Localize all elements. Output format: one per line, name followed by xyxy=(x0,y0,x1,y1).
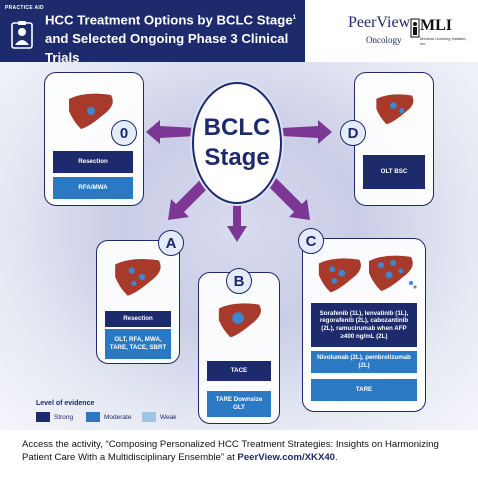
legend-label-strong: Strong xyxy=(54,413,74,421)
stage-a-resection-box: Resection xyxy=(105,311,171,327)
mli-logo-icon xyxy=(410,18,420,38)
stage-0-resection-box: Resection xyxy=(53,151,133,173)
stage-0-panel: Resection RFA/MWA xyxy=(44,72,144,206)
stage-0-rfa-box: RFA/MWA xyxy=(53,177,133,199)
legend-title: Level of evidence xyxy=(36,400,95,407)
practice-aid-label: PRACTICE AID xyxy=(5,5,44,11)
stage-c-systemic-box: Sorafenib (1L), lenvatinib (1L), regoraf… xyxy=(311,303,417,347)
legend-item-strong: Strong xyxy=(36,412,73,422)
legend-swatch-weak xyxy=(142,412,156,422)
legend-label-weak: Weak xyxy=(160,413,177,421)
peerview-logo: PeerView xyxy=(348,14,411,31)
stage-a-badge: A xyxy=(158,230,184,256)
stage-d-olt-bsc-box: OLT BSC xyxy=(363,155,425,189)
liver-icon xyxy=(376,94,414,125)
title-footnote-mark: 1 xyxy=(292,15,297,21)
stage-a-options-box: OLT, RFA, MWA, TARE, TACE, SBRT xyxy=(105,329,171,359)
footer-description: Access the activity, “Composing Personal… xyxy=(22,439,439,463)
legend-item-moderate: Moderate xyxy=(86,412,131,422)
liver-icon xyxy=(115,259,161,296)
stage-b-tare-box: TARE Downsize OLT xyxy=(207,391,271,417)
hub-line-1: BCLC xyxy=(203,114,271,141)
stage-c-tare-box: TARE xyxy=(311,379,417,401)
peerview-oncology-label: Oncology xyxy=(366,35,402,45)
liver-icon xyxy=(369,255,417,291)
stage-c-badge: C xyxy=(298,228,324,254)
hub-line-2: Stage xyxy=(204,144,270,171)
stage-b-badge: B xyxy=(226,268,252,294)
title-line-2: and Selected Ongoing Phase 3 Clinical Tr… xyxy=(45,31,289,66)
mli-logo: MLI xyxy=(420,17,452,34)
clipboard-doctor-icon xyxy=(11,21,33,49)
bclc-stage-hub: BCLC Stage xyxy=(192,82,282,204)
liver-icon xyxy=(318,258,361,293)
mli-subtitle: Medical Learning Institute, Inc. xyxy=(420,36,467,46)
stage-b-panel: TACE TARE Downsize OLT xyxy=(198,272,280,424)
liver-icon xyxy=(218,303,261,338)
legend-swatch-moderate xyxy=(86,412,100,422)
stage-c-immunotherapy-box: Nivolumab (2L), pembrolizumab (2L) xyxy=(311,351,417,373)
stage-a-panel: Resection OLT, RFA, MWA, TARE, TACE, SBR… xyxy=(96,240,180,364)
stage-d-badge: D xyxy=(340,120,366,146)
stage-0-badge: 0 xyxy=(111,120,137,146)
stage-b-tace-box: TACE xyxy=(207,361,271,381)
legend-item-weak: Weak xyxy=(142,412,177,422)
footer: Access the activity, “Composing Personal… xyxy=(0,430,478,478)
arrow-icon xyxy=(227,204,247,242)
header: PRACTICE AID HCC Treatment Options by BC… xyxy=(0,0,478,65)
legend-label-moderate: Moderate xyxy=(104,413,132,421)
stage-d-panel: OLT BSC xyxy=(354,72,434,206)
arrow-icon xyxy=(282,120,332,144)
stage-c-panel: Sorafenib (1L), lenvatinib (1L), regoraf… xyxy=(302,238,426,412)
arrow-icon xyxy=(168,178,210,220)
legend-swatch-strong xyxy=(36,412,50,422)
footer-period: . xyxy=(335,452,338,463)
footer-text: Access the activity, “Composing Personal… xyxy=(22,438,462,464)
title-line-1: HCC Treatment Options by BCLC Stage xyxy=(45,12,293,28)
liver-icon xyxy=(69,93,113,129)
activity-link[interactable]: PeerView.com/XKX40 xyxy=(237,452,336,463)
title-band: PRACTICE AID HCC Treatment Options by BC… xyxy=(0,0,305,65)
arrow-icon xyxy=(268,178,310,220)
arrow-icon xyxy=(146,120,196,144)
page-title: HCC Treatment Options by BCLC Stage1 and… xyxy=(45,9,303,67)
